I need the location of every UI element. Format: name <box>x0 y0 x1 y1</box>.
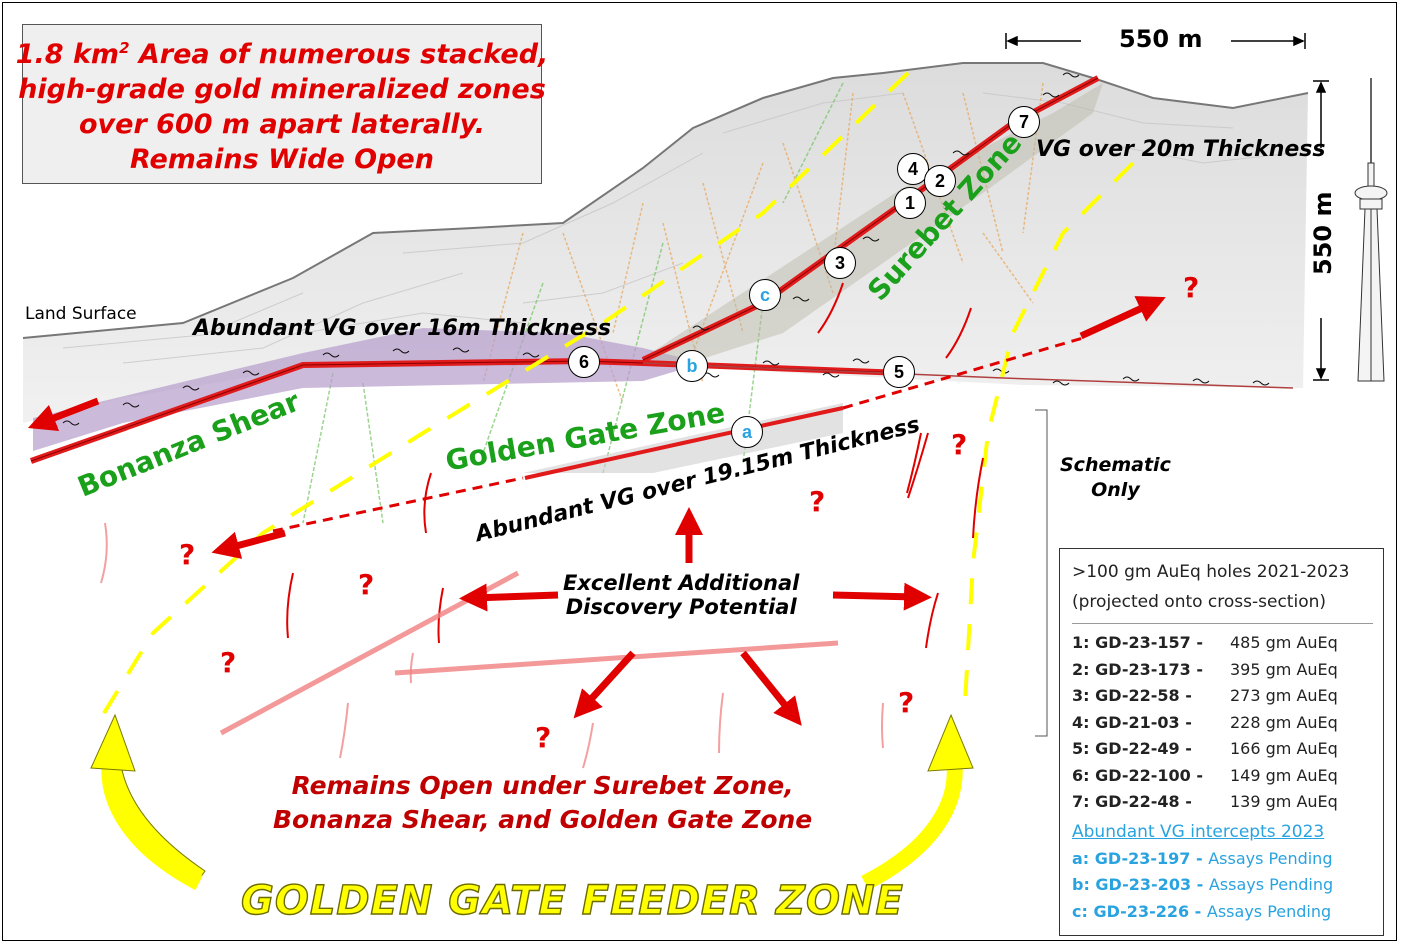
arrow-shear-right <box>1079 296 1166 340</box>
legend-intercept-row: c: GD-23-226 - Assays Pending <box>1072 901 1332 921</box>
schematic-only-label: Schematic Only <box>1060 454 1171 501</box>
feeder-arrow-left-head <box>90 713 136 772</box>
legend-hole-row: 1: GD-23-157 - 485 gm AuEq <box>1072 633 1338 652</box>
callout-line-1: 1.8 km2 Area of numerous stacked, <box>15 39 549 70</box>
terrain-texture <box>62 92 1294 364</box>
projected-vein-extension <box>272 336 1084 533</box>
cross-section-diagram <box>22 33 1388 891</box>
question-mark-7: ? <box>898 686 915 719</box>
question-mark-6: ? <box>220 646 237 679</box>
marker-3: 3 <box>824 247 856 279</box>
marker-7: 7 <box>1008 106 1040 138</box>
lower-lens-2 <box>394 640 839 676</box>
callout-line-3: over 600 m apart laterally. <box>79 109 485 140</box>
question-mark-4: ? <box>179 538 196 571</box>
feeder-boundary-left <box>96 71 910 725</box>
legend-intercepts-title: Abundant VG intercepts 2023 <box>1072 821 1325 842</box>
arrow-down-left <box>573 650 636 719</box>
vg-16m-label: Abundant VG over 16m Thickness <box>193 316 612 341</box>
land-surface-label: Land Surface <box>25 304 137 324</box>
arrow-bonanza-left <box>27 397 100 432</box>
legend-intercept-row: b: GD-23-203 - Assays Pending <box>1072 875 1334 894</box>
legend-box: >100 gm AuEq holes 2021-2023 (projected … <box>1059 548 1384 936</box>
shear-continuation <box>642 362 1294 389</box>
area-callout-box: 1.8 km2 Area of numerous stacked, high-g… <box>16 24 548 184</box>
horizontal-scale-label: 550 m <box>1119 25 1203 53</box>
marker-4: 4 <box>897 153 929 185</box>
feeder-boundary-right <box>963 161 1135 704</box>
question-mark-3: ? <box>809 485 826 518</box>
marker-6: 6 <box>568 346 600 378</box>
discovery-potential-label: Excellent Additional Discovery Potential <box>563 571 800 619</box>
legend-hole-row: 6: GD-22-100 - 149 gm AuEq <box>1072 765 1338 785</box>
tower-icon <box>1354 78 1388 382</box>
remains-open-label: Remains Open under Surebet Zone, Bonanza… <box>273 771 813 834</box>
legend-subtitle: (projected onto cross-section) <box>1072 592 1327 612</box>
land-surface-line <box>22 62 1309 339</box>
legend-title: >100 gm AuEq holes 2021-2023 <box>1072 562 1350 582</box>
legend-hole-row: 7: GD-22-48 - 139 gm AuEq <box>1072 792 1338 811</box>
arrow-projected-left <box>211 529 286 559</box>
golden-gate-feeder-zone-label: GOLDEN GATE FEEDER ZONE <box>240 877 904 924</box>
terrain-body <box>23 63 1308 423</box>
vg-20m-label: VG over 20m Thickness <box>1036 137 1326 162</box>
vg-wave-symbols <box>62 72 1270 426</box>
question-mark-8: ? <box>535 721 552 754</box>
marker-a: a <box>731 416 763 448</box>
legend-intercept-row: a: GD-23-197 - Assays Pending <box>1072 848 1333 868</box>
marker-c: c <box>749 279 781 311</box>
callout-line-4: Remains Wide Open <box>130 144 434 175</box>
arrow-right <box>832 582 932 611</box>
marker-2: 2 <box>924 165 956 197</box>
golden-gate-zone-band <box>523 403 843 473</box>
feeder-arrow-right-body <box>861 753 963 891</box>
arrow-left <box>459 583 559 612</box>
vertical-scale-label: 550 m <box>1309 191 1337 275</box>
legend-hole-row: 5: GD-22-49 - 166 gm AuEq <box>1072 739 1338 758</box>
scale-bar-horizontal <box>1005 33 1306 49</box>
fracture-strokes-faint <box>100 522 884 769</box>
marker-5: 5 <box>883 356 915 388</box>
red-arrows <box>27 296 1166 726</box>
question-mark-1: ? <box>1183 271 1200 304</box>
schematic-bracket <box>1035 409 1048 737</box>
callout-line-2: high-grade gold mineralized zones <box>18 74 546 105</box>
arrow-down-right <box>740 650 802 726</box>
feeder-arrow-right-head <box>927 713 974 772</box>
legend-hole-list: 1: GD-23-157 - 485 gm AuEq 2: GD-23-173 … <box>1072 630 1373 816</box>
marker-b: b <box>676 350 708 382</box>
legend-hole-row: 4: GD-21-03 - 228 gm AuEq <box>1072 712 1338 732</box>
legend-divider <box>1072 623 1373 624</box>
marker-1: 1 <box>894 187 926 219</box>
legend-hole-row: 3: GD-22-58 - 273 gm AuEq <box>1072 686 1338 705</box>
question-mark-2: ? <box>951 428 968 461</box>
scale-bar-vertical <box>1313 80 1329 381</box>
question-mark-5: ? <box>358 568 375 601</box>
legend-hole-row: 2: GD-23-173 - 395 gm AuEq <box>1072 659 1338 679</box>
golden-gate-zone-vein <box>524 406 844 480</box>
